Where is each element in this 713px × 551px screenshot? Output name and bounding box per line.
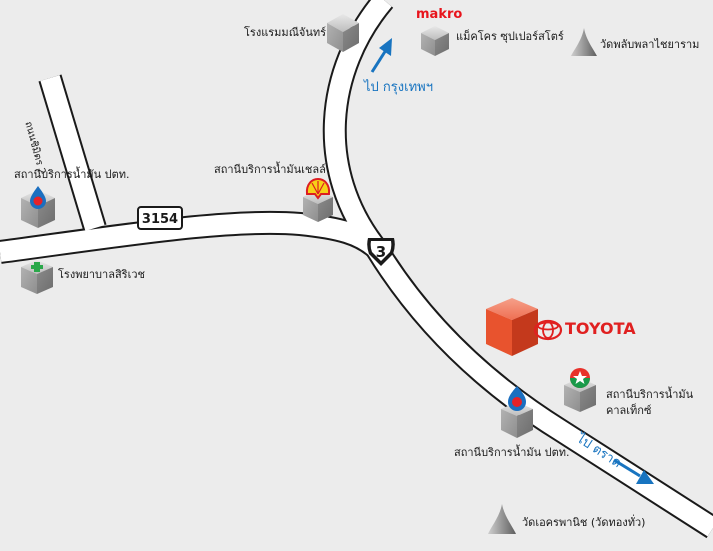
toyota-logo-icon	[533, 319, 563, 341]
makro-label: แม็คโคร ซุปเปอร์สโตร์	[456, 30, 564, 43]
toyota-label: TOYOTA	[565, 319, 636, 338]
arrow-to-bangkok-icon	[370, 38, 392, 73]
ptt-left-label: สถานีบริการน้ำมัน ปตท.	[14, 168, 130, 181]
temple-stupa-icon	[488, 504, 516, 534]
makro-cube-icon	[421, 26, 449, 56]
hospital-cube-icon	[21, 260, 53, 294]
caltex-label-line1: สถานีบริการน้ำมัน	[606, 388, 694, 401]
route-3-label: 3	[376, 243, 386, 261]
route-3-shield: 3	[367, 238, 395, 266]
toyota-cube-icon	[486, 298, 538, 356]
ptt-right-label: สถานีบริการน้ำมัน ปตท.	[454, 446, 570, 459]
direction-bangkok-label: ไป กรุงเทพฯ	[364, 80, 434, 95]
caltex-station-icon	[570, 368, 590, 388]
wat-bottom-label: วัดเอครพานิช (วัดทองทั่ว)	[522, 516, 646, 529]
route-3154-label: 3154	[142, 212, 178, 227]
hotel-cube-icon	[327, 14, 359, 52]
hospital-label: โรงพยาบาลสิริเวช	[58, 268, 145, 281]
temple-stupa-icon	[571, 28, 597, 56]
shell-station-icon	[305, 177, 331, 200]
makro-logo: makro	[416, 7, 463, 22]
shell-label: สถานีบริการน้ำมันเชลล์	[214, 163, 326, 176]
ptt-station-icon	[30, 186, 46, 209]
wat-top-label: วัดพลับพลาไชยาราม	[600, 38, 700, 51]
hotel-label: โรงแรมมณีจันทร์	[244, 26, 327, 39]
ptt-station-icon	[508, 386, 526, 411]
caltex-label-line2: คาลเท็กซ์	[606, 404, 652, 417]
arrow-to-trat-icon	[613, 458, 654, 484]
route-3154-sign: 3154	[137, 206, 183, 230]
